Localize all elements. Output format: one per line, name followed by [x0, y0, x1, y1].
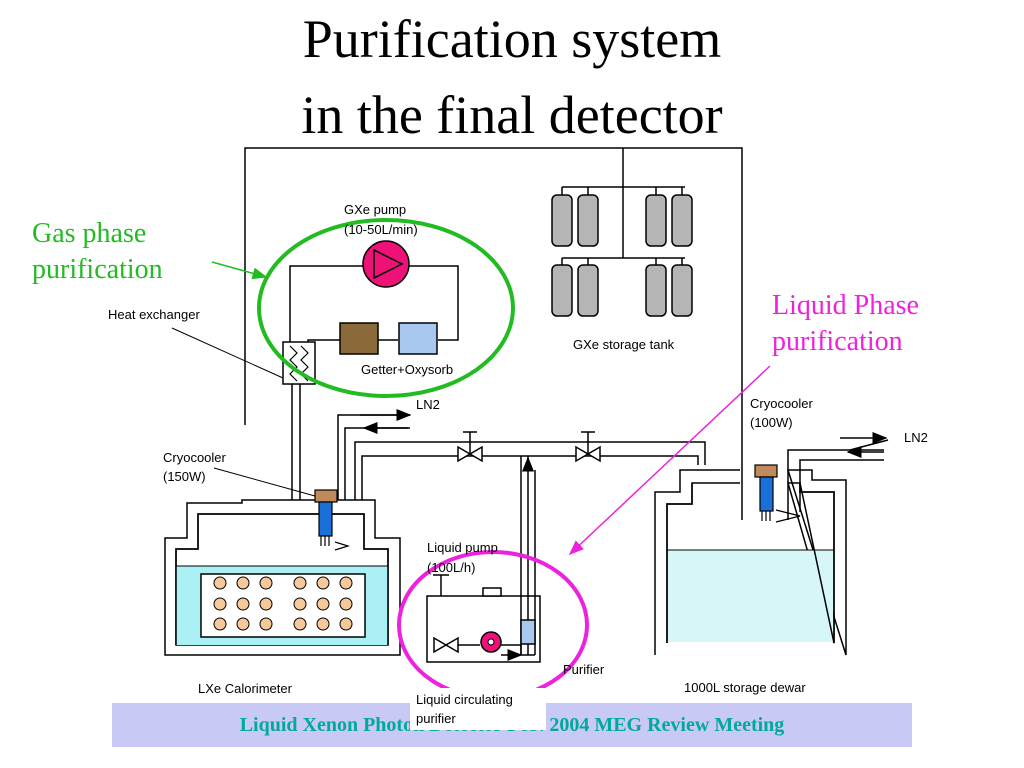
pmt: [339, 617, 353, 631]
pmt: [259, 576, 273, 590]
pmt: [236, 597, 250, 611]
lxe-calorimeter: [164, 499, 401, 656]
gxe-pump-rate-label: (10-50L/min): [344, 222, 418, 237]
gas-loop: [289, 265, 459, 342]
liquid-circulating-label: Liquid circulating: [416, 692, 513, 707]
liquid-phase-callout: Liquid Phase purification: [772, 288, 919, 360]
gas-cylinder: [551, 194, 573, 247]
gas-phase-callout-line2: purification: [32, 254, 163, 285]
gas-phase-callout: Gas phase purification: [32, 216, 163, 288]
pmt: [213, 617, 227, 631]
ln2-top-label: LN2: [416, 397, 440, 412]
storage-dewar: [654, 469, 847, 656]
cryocooler-100w-label: Cryocooler: [750, 396, 813, 411]
pmt: [236, 617, 250, 631]
pmt-array: [213, 576, 353, 631]
valve-icon: [433, 636, 459, 654]
gas-cylinder: [671, 264, 693, 317]
cryocooler-150w-power: (150W): [163, 469, 206, 484]
pmt: [293, 576, 307, 590]
ln2-right-label: LN2: [904, 430, 928, 445]
slide-title-line1: Purification system: [302, 9, 722, 69]
gas-cylinder: [645, 264, 667, 317]
getter: [339, 322, 379, 355]
valve-icon: [457, 431, 483, 463]
pmt: [259, 617, 273, 631]
purifier-label: Purifier: [563, 662, 605, 677]
cryocooler-100w: [754, 464, 778, 521]
pmt: [339, 597, 353, 611]
transfer-line: [354, 441, 706, 545]
pmt: [236, 576, 250, 590]
getter-label: Getter+Oxysorb: [361, 362, 454, 377]
gas-cylinder: [577, 194, 599, 247]
gas-return-frame: [244, 147, 743, 520]
gas-phase-highlight: [257, 218, 515, 398]
liquid-phase-callout-line2: purification: [772, 326, 903, 357]
gxe-pump-label: GXe pump: [344, 202, 407, 217]
liquid-circulating-label-box: Liquid circulating purifier: [410, 688, 546, 730]
pmt: [213, 597, 227, 611]
liquid-circulating-label-line2: purifier: [416, 711, 456, 726]
gxe-storage-tank-group: [551, 186, 693, 317]
pmt: [259, 597, 273, 611]
slide-title-line2: in the final detector: [301, 85, 723, 145]
heat-exchanger-coil: [289, 345, 298, 382]
storage-dewar-label: 1000L storage dewar: [684, 680, 806, 695]
pmt: [316, 597, 330, 611]
pmt: [293, 597, 307, 611]
heat-exchanger-label: Heat exchanger: [108, 307, 200, 322]
cryocooler-100w-power: (100W): [750, 415, 793, 430]
pump-arrow-icon: [373, 248, 404, 280]
gas-cylinder: [577, 264, 599, 317]
valve-icon: [575, 431, 601, 463]
liquid-phase-callout-line1: Liquid Phase: [772, 290, 919, 321]
cryocooler-150w-label: Cryocooler: [163, 450, 226, 465]
pmt: [339, 576, 353, 590]
liquid-pump-rate-label: (100L/h): [427, 560, 476, 575]
pmt: [316, 576, 330, 590]
lxe-calorimeter-label: LXe Calorimeter: [198, 681, 292, 696]
gxe-tank-label: GXe storage tank: [573, 337, 675, 352]
liquid-pump-label: Liquid pump: [427, 540, 498, 555]
purifier: [520, 619, 536, 645]
pmt: [213, 576, 227, 590]
oxysorb: [398, 322, 438, 355]
gas-cylinder: [551, 264, 573, 317]
gas-cylinder: [645, 194, 667, 247]
gas-phase-callout-line1: Gas phase: [32, 218, 147, 249]
pmt: [316, 617, 330, 631]
gas-cylinder: [671, 194, 693, 247]
pmt: [293, 617, 307, 631]
